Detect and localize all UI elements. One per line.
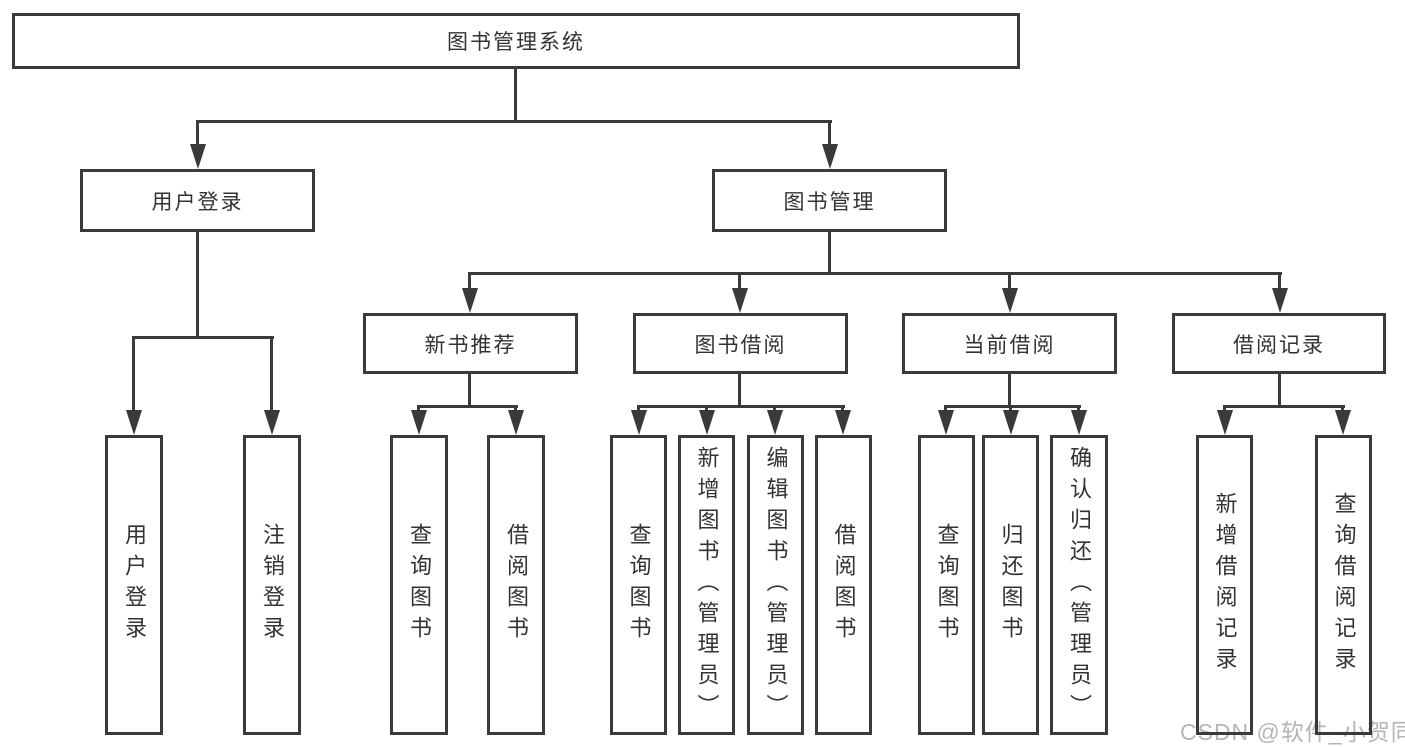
connector-line [944,405,1081,408]
connector-line [1077,405,1080,413]
connector-line [828,120,831,146]
leaf-label: 查询图书 [934,523,960,647]
connector-line [1008,373,1011,408]
leaf-label: 用户登录 [122,523,147,647]
connector-line [270,336,273,412]
arrow-down-icon [126,410,142,435]
arrow-down-icon [732,288,748,313]
connector-line [468,373,471,408]
leaf-label: 查询借阅记录 [1331,492,1357,678]
arrow-down-icon [411,410,427,435]
connector-line [1223,405,1226,413]
leaf-label: 编辑图书（管理员） [763,445,789,725]
arrow-down-icon [1335,410,1351,435]
leaf-query-books-recommend: 查询图书 [390,435,448,735]
leaf-label: 查询图书 [626,523,652,647]
leaf-logout: 注销登录 [243,435,301,735]
node-current-borrow: 当前借阅 [902,313,1117,374]
leaf-label: 借阅图书 [504,523,529,647]
leaf-label: 新增借阅记录 [1212,492,1238,678]
connector-line [828,232,831,275]
arrow-down-icon [1272,288,1288,313]
arrow-down-icon [767,410,783,435]
leaf-add-book-admin: 新增图书（管理员） [678,435,735,735]
arrow-down-icon [508,410,524,435]
arrow-down-icon [835,410,851,435]
arrow-down-icon [822,144,838,169]
connector-line [514,66,517,123]
arrow-down-icon [1071,410,1087,435]
node-user-login: 用户登录 [80,169,315,232]
leaf-label: 注销登录 [260,523,285,647]
connector-line [468,272,471,290]
connector-line [1278,272,1281,290]
leaf-query-books-borrow: 查询图书 [610,435,667,735]
leaf-borrow-books: 借阅图书 [815,435,872,735]
leaf-label: 借阅图书 [831,523,857,647]
connector-line [514,405,517,413]
connector-line [944,405,947,413]
node-borrow-records: 借阅记录 [1172,313,1386,374]
connector-line [417,405,420,413]
arrow-down-icon [631,410,647,435]
connector-line [773,405,776,413]
leaf-label: 归还图书 [998,523,1024,647]
connector-line [1009,405,1012,413]
connector-line [738,373,741,408]
leaf-label: 查询图书 [407,523,432,647]
arrow-down-icon [938,410,954,435]
arrow-down-icon [1217,410,1233,435]
connector-line [1341,405,1344,413]
leaf-label: 新增图书（管理员） [694,445,720,725]
connector-line [196,120,199,146]
connector-line [196,232,199,339]
connector-line [1008,272,1011,290]
node-new-book-recommend: 新书推荐 [363,313,578,374]
node-library-management-system: 图书管理系统 [12,13,1020,69]
leaf-query-borrow-record: 查询借阅记录 [1315,435,1372,735]
connector-line [637,405,845,408]
leaf-edit-book-admin: 编辑图书（管理员） [747,435,804,735]
connector-line [705,405,708,413]
leaf-return-book: 归还图书 [982,435,1039,735]
leaf-user-login: 用户登录 [105,435,163,735]
connector-line [417,405,518,408]
arrow-down-icon [190,144,206,169]
leaf-query-books-current: 查询图书 [918,435,975,735]
arrow-down-icon [1002,288,1018,313]
connector-line [1278,373,1281,408]
leaf-borrow-books-recommend: 借阅图书 [487,435,545,735]
arrow-down-icon [1003,410,1019,435]
connector-line [738,272,741,290]
connector-line [196,120,832,123]
leaf-add-borrow-record: 新增借阅记录 [1196,435,1253,735]
leaf-confirm-return-admin: 确认归还（管理员） [1050,435,1108,735]
node-book-management: 图书管理 [712,169,947,232]
connector-line [1223,405,1345,408]
connector-line [132,336,274,339]
connector-line [132,336,135,412]
csdn-watermark: CSDN @软件_小贺同学 [1180,719,1405,745]
arrow-down-icon [462,288,478,313]
connector-line [841,405,844,413]
arrow-down-icon [699,410,715,435]
connector-line [637,405,640,413]
connector-line [468,272,1282,275]
leaf-label: 确认归还（管理员） [1067,445,1092,725]
node-book-borrow: 图书借阅 [633,313,848,374]
arrow-down-icon [264,410,280,435]
